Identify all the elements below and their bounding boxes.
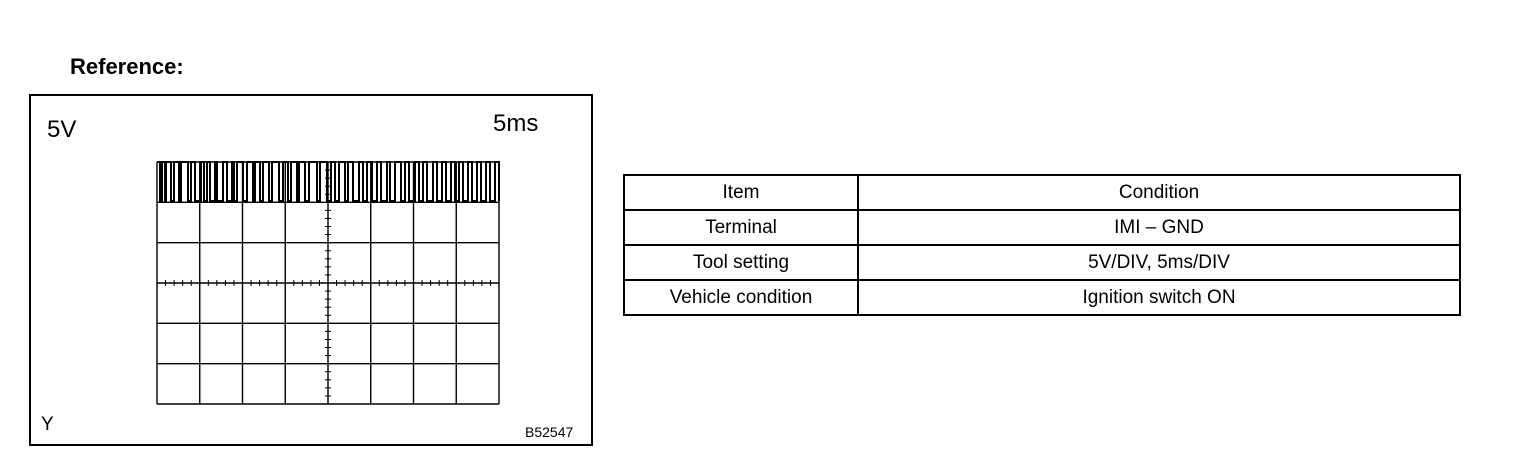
y-corner-mark: Y	[41, 414, 54, 435]
row-condition: 5V/DIV, 5ms/DIV	[857, 244, 1461, 281]
header-condition: Condition	[857, 174, 1461, 211]
waveform-trace	[157, 161, 500, 202]
scope-screen	[156, 161, 500, 405]
table-row: Terminal IMI – GND	[623, 209, 1461, 246]
volt-per-div-label: 5V	[47, 116, 77, 143]
row-condition: Ignition switch ON	[857, 279, 1461, 316]
row-item: Vehicle condition	[623, 279, 859, 316]
oscilloscope-figure: 5V 5ms Y B52547	[29, 94, 593, 446]
header-item: Item	[623, 174, 859, 211]
table-header-row: Item Condition	[623, 174, 1461, 211]
table-row: Vehicle condition Ignition switch ON	[623, 279, 1461, 316]
row-item: Tool setting	[623, 244, 859, 281]
row-item: Terminal	[623, 209, 859, 246]
scope-center-ticks	[156, 161, 500, 405]
figure-code: B52547	[525, 424, 574, 440]
condition-table: Item Condition Terminal IMI – GND Tool s…	[623, 174, 1461, 316]
table-row: Tool setting 5V/DIV, 5ms/DIV	[623, 244, 1461, 281]
row-condition: IMI – GND	[857, 209, 1461, 246]
time-per-div-label: 5ms	[493, 110, 539, 137]
reference-heading: Reference:	[70, 54, 184, 79]
